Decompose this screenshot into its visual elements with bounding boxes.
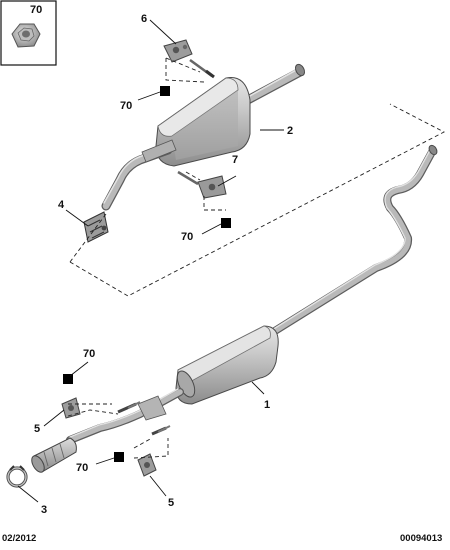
dashed-boundaries — [67, 57, 445, 459]
nut-icon — [11, 23, 41, 48]
callout-4: 4 — [58, 199, 65, 211]
ref-marker-front-lower — [114, 452, 124, 462]
rear-assembly — [83, 39, 306, 243]
callout-7: 7 — [232, 154, 238, 166]
ref-marker-mid — [221, 218, 231, 228]
leader-lines — [17, 19, 284, 503]
ref-marker-front-upper — [63, 374, 73, 384]
inset-box: 70 — [0, 0, 57, 66]
front-pipe — [66, 388, 184, 444]
hanger-front-upper — [61, 397, 141, 419]
callout-70-front-lower: 70 — [76, 462, 88, 474]
center-pipe — [266, 144, 438, 338]
reference-markers — [63, 86, 231, 465]
rear-inlet-pipe — [101, 139, 177, 211]
tailpipe — [239, 63, 306, 107]
callout-6: 6 — [141, 13, 147, 25]
catalyst-section — [31, 437, 77, 473]
rear-muffler — [155, 76, 251, 167]
callout-1: 1 — [264, 399, 270, 411]
footer: 02/2012 00094013 — [2, 533, 442, 544]
callout-2: 2 — [287, 125, 293, 137]
hanger-front-lower — [137, 425, 171, 477]
footer-code: 00094013 — [400, 533, 442, 544]
callout-70-mid: 70 — [181, 231, 193, 243]
clamp-ring — [6, 465, 28, 488]
ref-marker-top — [160, 86, 170, 96]
callout-70-top: 70 — [120, 100, 132, 112]
callout-70-front-upper: 70 — [83, 348, 95, 360]
callout-5-upper: 5 — [34, 423, 40, 435]
callout-labels: 6 70 2 7 4 70 70 1 5 70 5 3 — [34, 13, 293, 516]
inset-ref-label: 70 — [30, 4, 42, 16]
front-assembly — [6, 144, 438, 488]
callout-5-lower: 5 — [168, 497, 174, 509]
hanger-bracket-mid — [177, 170, 227, 199]
hanger-bracket-top — [163, 39, 215, 79]
footer-date: 02/2012 — [2, 533, 36, 544]
callout-3: 3 — [41, 504, 47, 516]
